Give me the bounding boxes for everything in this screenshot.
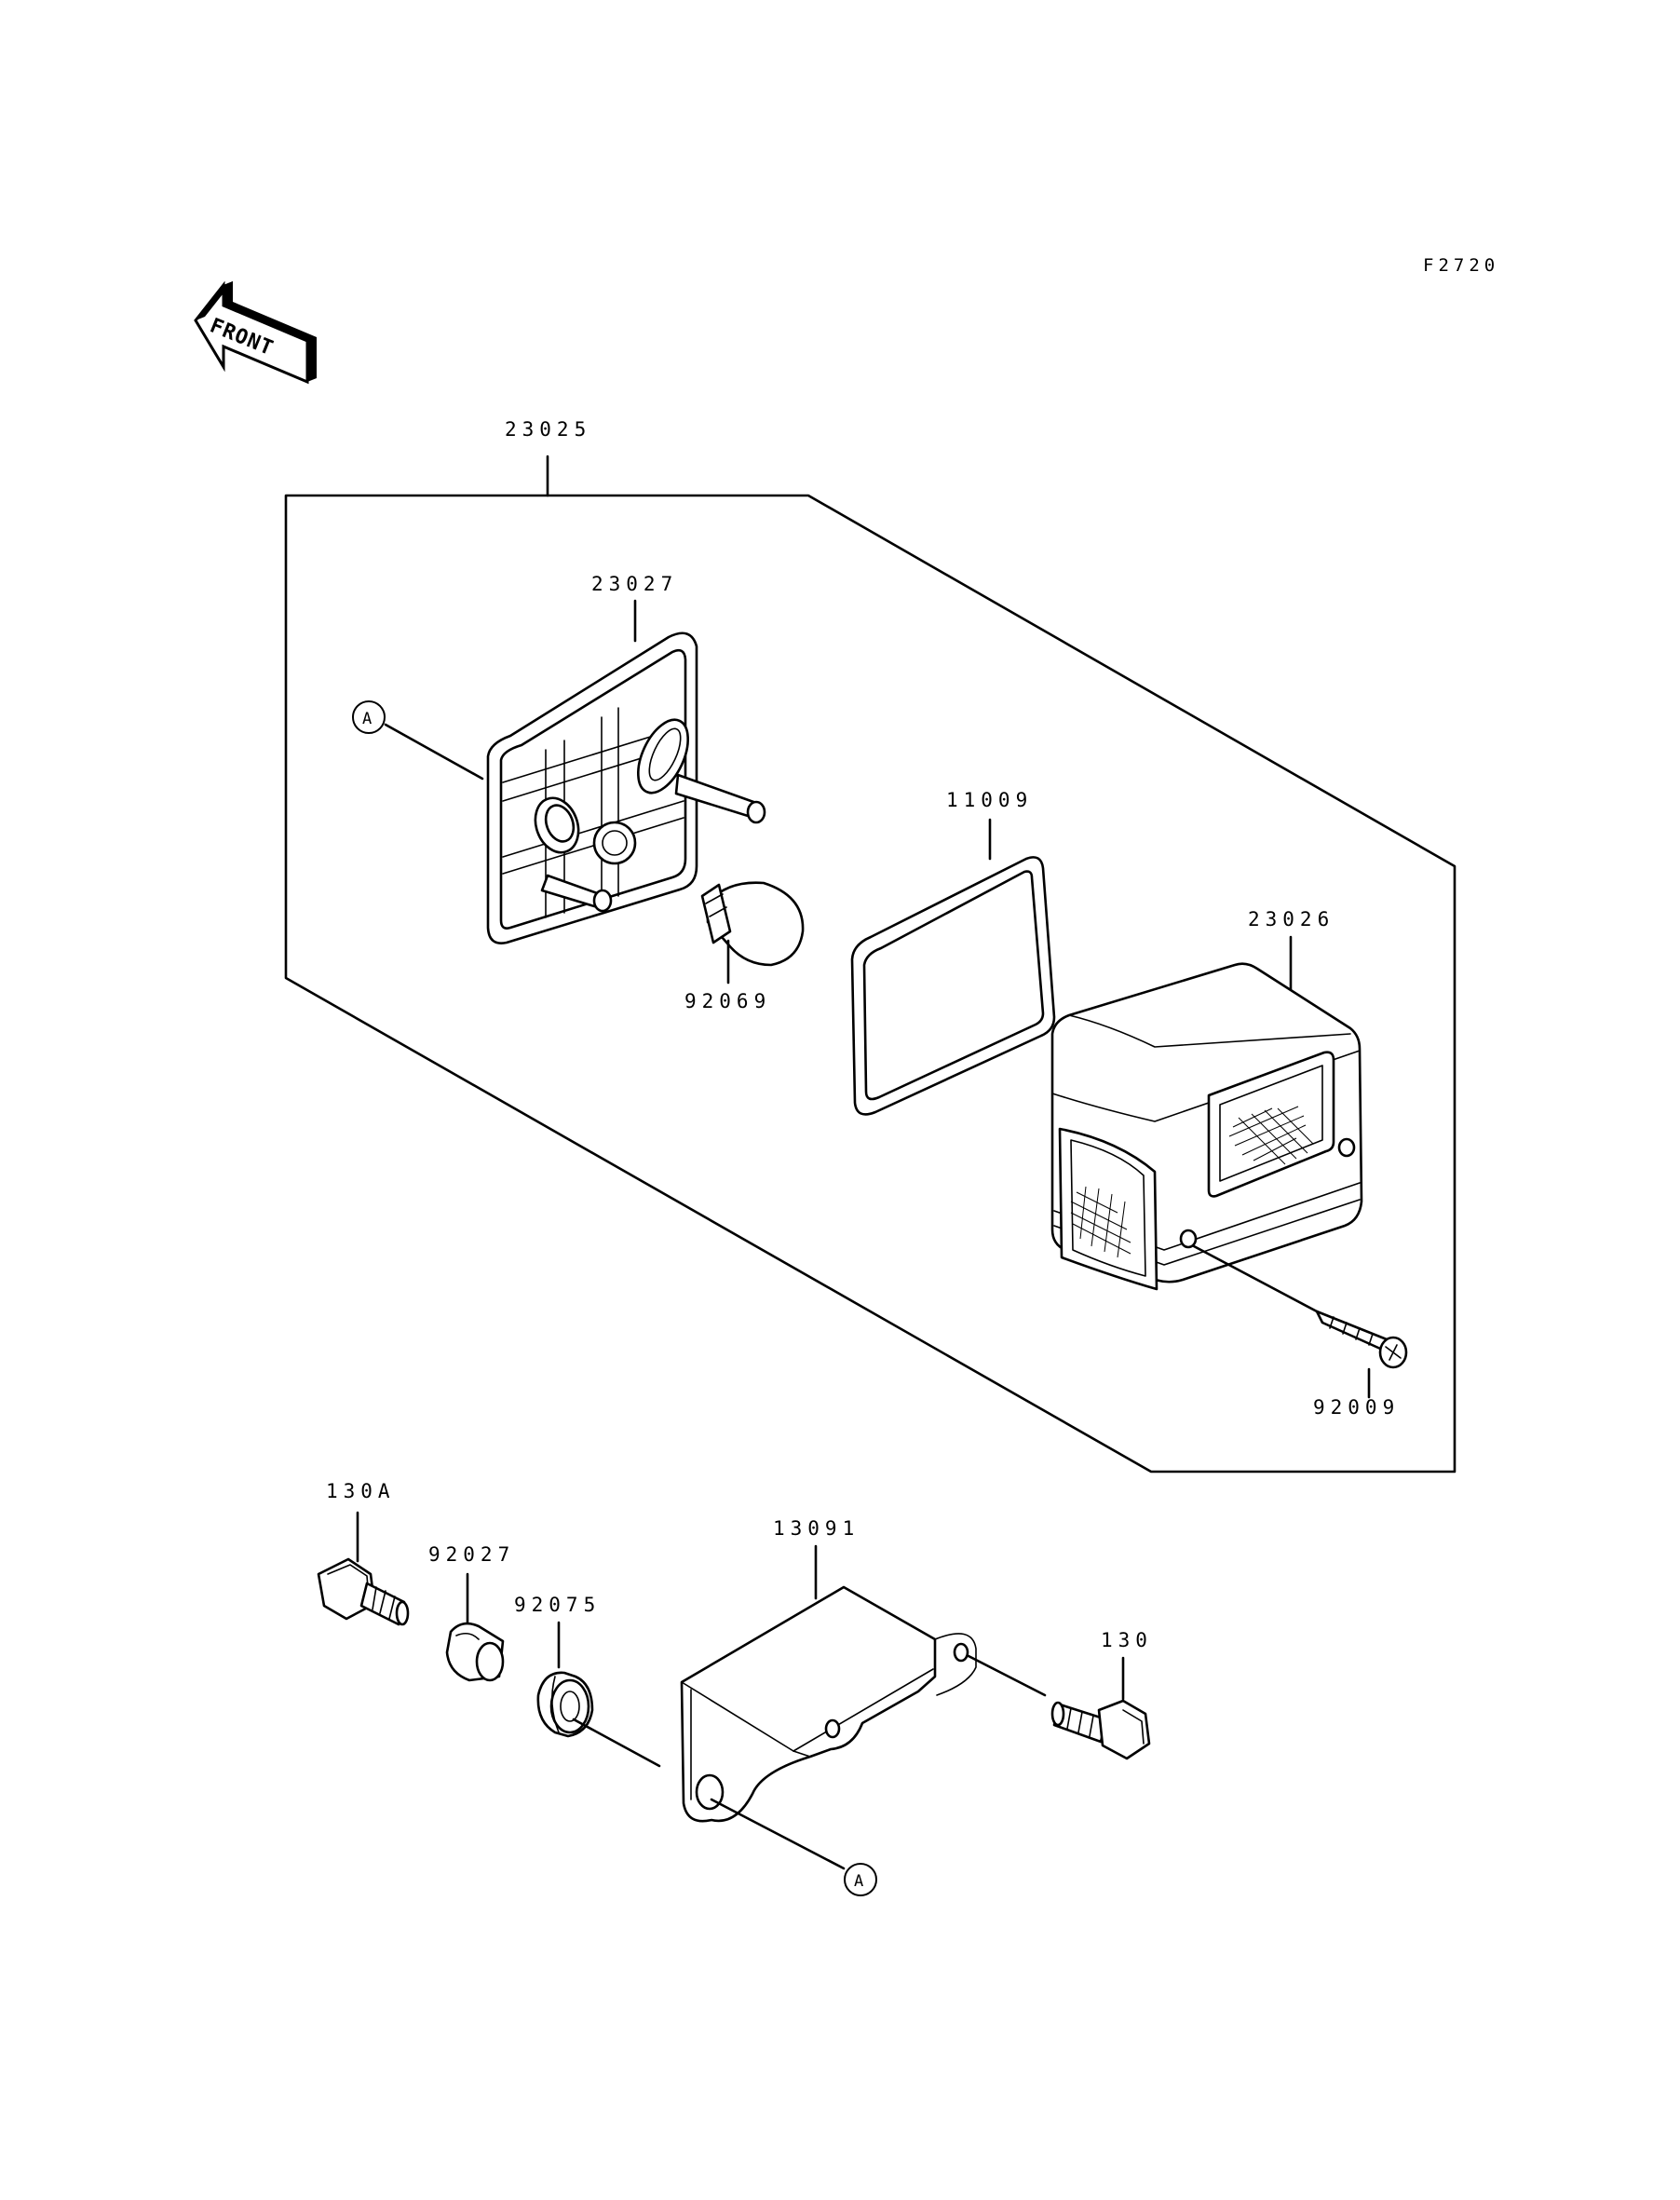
- callout-a-upper-label: A: [362, 710, 372, 728]
- tail-lens-23026: [1050, 962, 1363, 1291]
- part-label-130A: 130A: [326, 1480, 396, 1502]
- leader-callout-a-lower: [710, 1798, 846, 1870]
- part-label-92027: 92027: [428, 1543, 515, 1566]
- part-label-92075: 92075: [514, 1594, 601, 1616]
- part-label-23027: 23027: [591, 573, 678, 595]
- leader-bolt-130-to-bracket: [967, 1654, 1047, 1697]
- callout-a-lower-label: A: [854, 1872, 863, 1891]
- part-label-13091: 13091: [773, 1517, 860, 1540]
- bolt-130: [1050, 1699, 1151, 1760]
- bolt-130A: [317, 1557, 410, 1626]
- screw-92009: [1315, 1310, 1408, 1369]
- lamp-base-23027: [486, 631, 766, 944]
- leader-grommet-to-bracket: [572, 1718, 661, 1768]
- grommet-92075: [536, 1671, 594, 1738]
- part-label-11009: 11009: [946, 789, 1033, 811]
- callout-a-upper: A: [352, 700, 484, 781]
- part-label-92009: 92009: [1313, 1396, 1400, 1419]
- part-label-92069: 92069: [684, 990, 771, 1012]
- leader-screw-92009: [1192, 1244, 1319, 1313]
- bulb-92069: [700, 881, 805, 967]
- part-label-23025: 23025: [505, 418, 591, 441]
- callout-a-lower: A: [844, 1863, 877, 1896]
- collar-92027: [445, 1622, 505, 1682]
- part-label-23026: 23026: [1248, 908, 1335, 930]
- assembly-outline: [284, 494, 1456, 1473]
- front-arrow-icon: FRONT: [194, 280, 317, 385]
- diagram-code: F2720: [1423, 255, 1499, 276]
- gasket-11009: [850, 856, 1056, 1116]
- bracket-13091: [680, 1585, 977, 1823]
- part-label-130: 130: [1101, 1629, 1153, 1651]
